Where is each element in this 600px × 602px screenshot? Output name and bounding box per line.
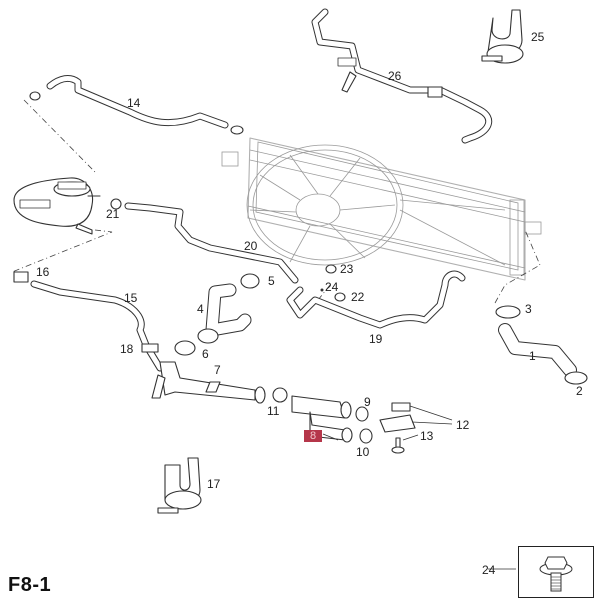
double-clamp-25 xyxy=(481,9,524,64)
callout-21: 21 xyxy=(106,207,120,221)
callout-20: 20 xyxy=(244,239,258,253)
callout-13: 13 xyxy=(420,429,434,443)
callout-22: 22 xyxy=(351,290,365,304)
radiator-fan-assembly xyxy=(221,137,542,281)
callout-16: 16 xyxy=(36,265,50,279)
coolant-pipe-7 xyxy=(151,361,288,404)
callout-6: 6 xyxy=(202,347,209,361)
callout-7: 7 xyxy=(214,363,221,377)
vent-hose-14 xyxy=(29,75,244,135)
callout-23: 23 xyxy=(340,262,354,276)
heater-pipe-26 xyxy=(311,8,493,144)
bracket-12 xyxy=(379,402,453,454)
callout-25: 25 xyxy=(531,30,545,44)
callout-17: 17 xyxy=(207,477,221,491)
callout-24: 24 xyxy=(482,563,496,577)
radiator-hose-4 xyxy=(174,273,260,356)
figure-id-label: F8-1 xyxy=(8,574,52,596)
callout-leaders xyxy=(322,433,516,570)
callout-11: 11 xyxy=(267,404,280,418)
radiator-lower-hose-1 xyxy=(495,305,588,385)
callout-12: 12 xyxy=(456,418,470,432)
callout-9: 9 xyxy=(364,395,371,409)
callout-5: 5 xyxy=(268,274,275,288)
flange-bolt-icon xyxy=(539,556,573,592)
double-clamp-17 xyxy=(157,457,202,514)
callout-24-clip: 24 xyxy=(325,280,339,294)
expansion-tank xyxy=(13,177,101,235)
callout-8-highlighted[interactable]: 8 xyxy=(304,430,323,442)
callout-1: 1 xyxy=(529,349,536,363)
callout-19: 19 xyxy=(369,332,383,346)
coolant-hose-20 xyxy=(110,198,299,284)
callout-4: 4 xyxy=(197,302,204,316)
inset-box-bolt-24 xyxy=(518,546,594,598)
callout-18: 18 xyxy=(120,342,134,356)
callout-26: 26 xyxy=(388,69,402,83)
coolant-hose-19 xyxy=(286,264,466,329)
coolant-hose-15 xyxy=(13,271,164,372)
callout-10: 10 xyxy=(356,445,370,459)
callout-15: 15 xyxy=(124,291,138,305)
callout-2: 2 xyxy=(576,384,583,398)
callout-3: 3 xyxy=(525,302,532,316)
callout-14: 14 xyxy=(127,96,141,110)
assembly-lines xyxy=(11,99,541,304)
